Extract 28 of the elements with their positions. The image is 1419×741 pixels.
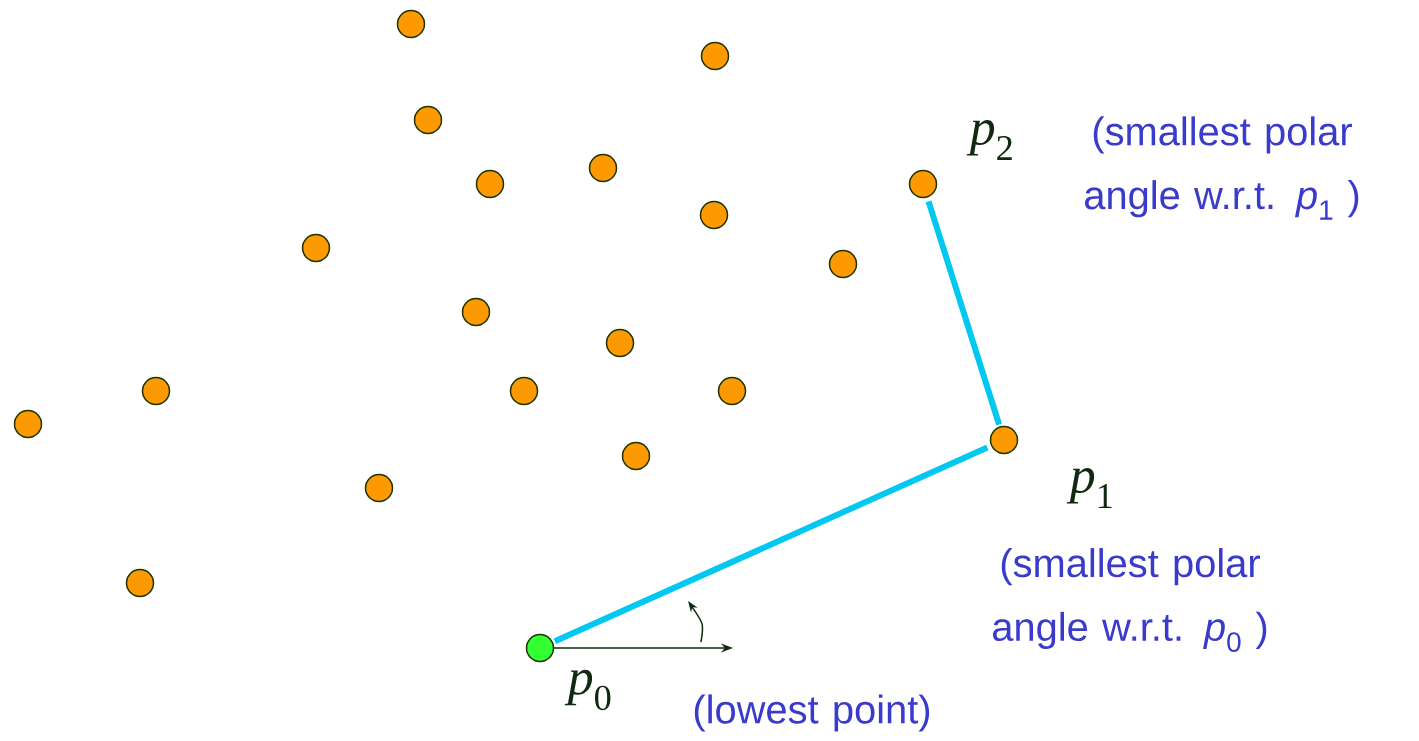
point-label: p$_{2}$ — [966, 120, 1012, 160]
hull-line — [925, 200, 1002, 426]
point-label: p$_{0}$ — [564, 669, 611, 711]
point-marker — [989, 425, 1019, 455]
hull-line — [553, 444, 989, 645]
point-marker — [364, 473, 394, 503]
point-marker — [141, 376, 171, 406]
point-marker — [396, 9, 426, 39]
annotation-text: (smallest polar angle w.r.t. p$_{0}$ ) — [993, 548, 1267, 652]
point-marker — [413, 105, 443, 135]
point-marker — [525, 633, 555, 663]
point-marker — [125, 568, 155, 598]
point-marker — [301, 233, 331, 263]
point-marker — [828, 249, 858, 279]
point-marker — [621, 441, 651, 471]
point-marker — [13, 409, 43, 439]
annotation-text: (smallest polar angle w.r.t. p$_{1}$ ) — [1085, 116, 1359, 220]
point-marker — [461, 297, 491, 327]
point-marker — [700, 41, 730, 71]
point-marker — [475, 169, 505, 199]
point-marker — [717, 376, 747, 406]
point-marker — [605, 328, 635, 358]
point-marker — [588, 153, 618, 183]
annotation-text: (lowest point) — [694, 694, 930, 732]
point-marker — [908, 169, 938, 199]
point-marker — [699, 200, 729, 230]
point-marker — [509, 376, 539, 406]
point-label: p$_{1}$ — [1066, 468, 1112, 508]
